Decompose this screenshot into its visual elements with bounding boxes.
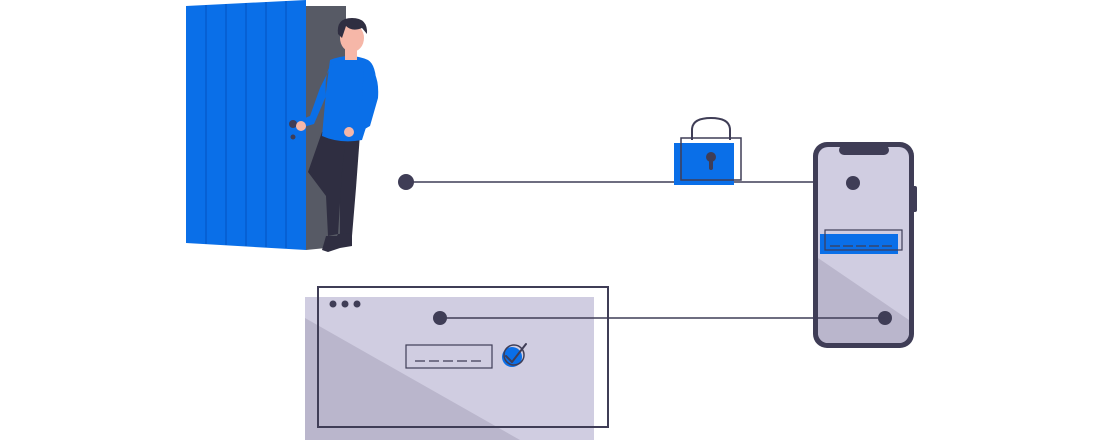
browser-dot-3 xyxy=(353,300,361,308)
person-hair xyxy=(337,18,368,38)
door-handle-base xyxy=(290,134,296,140)
phone-notch xyxy=(839,145,889,155)
padlock-outline xyxy=(680,137,742,181)
person-icon xyxy=(296,18,379,252)
door-planks xyxy=(205,1,287,248)
browser-window-icon xyxy=(305,286,609,440)
smartphone-icon xyxy=(813,142,917,348)
person-face xyxy=(340,24,364,52)
person-leg-front xyxy=(308,132,346,236)
phone-top-dot xyxy=(846,176,860,190)
padlock-body xyxy=(674,143,734,185)
person-hand-back xyxy=(344,127,354,137)
padlock-keyhole-slot xyxy=(709,159,713,170)
bottom-connection xyxy=(433,311,885,325)
person-arm-front xyxy=(300,64,332,128)
padlock-keyhole xyxy=(706,152,716,162)
top-connection xyxy=(398,174,853,190)
bottom-connection-start-dot xyxy=(433,311,447,325)
browser-dot-2 xyxy=(341,300,349,308)
person-leg-back xyxy=(340,132,360,236)
browser-input-outline xyxy=(405,344,493,369)
browser-dot-1 xyxy=(329,300,337,308)
person-arm-back xyxy=(350,64,379,134)
padlock-shackle xyxy=(691,116,731,140)
door-icon xyxy=(186,0,346,250)
door-handle xyxy=(289,120,297,128)
check-circle-icon xyxy=(502,343,527,367)
browser-outline xyxy=(317,286,609,428)
person-shoe-front xyxy=(322,236,340,252)
padlock-icon xyxy=(674,116,742,185)
phone-input-fill xyxy=(820,234,898,254)
phone-input-outline xyxy=(824,229,903,251)
person-hand-front xyxy=(296,121,306,131)
top-connection-start-dot xyxy=(398,174,414,190)
